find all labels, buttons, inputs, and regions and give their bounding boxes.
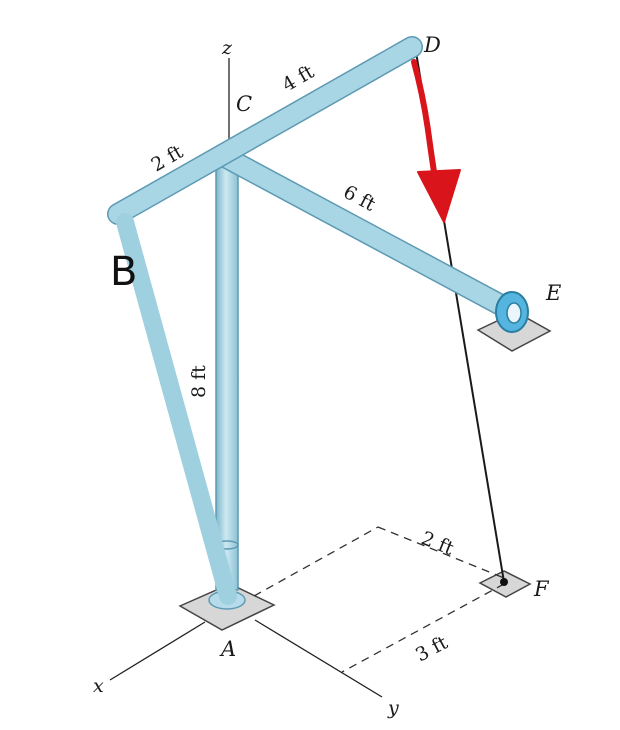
axis-label-y: y [387,697,399,719]
dim-cd: 4 ft [279,61,319,97]
label-f: F [533,577,550,601]
axis-label-z: z [221,37,233,59]
force-arrow-shaft [411,59,437,175]
axis-label-x: x [93,675,104,697]
dim-ac: 8 ft [188,365,210,398]
pipe-bd [108,37,422,224]
dashed-line-corner-to-f [377,526,505,579]
x-axis [109,621,206,681]
pipe-ac [215,159,239,591]
label-a: A [219,637,236,661]
bearing-e-inner [506,302,522,324]
y-axis [254,619,383,698]
label-e: E [545,281,561,305]
label-d: D [423,33,441,57]
dim-f-offset-x: 2 ft [418,527,457,560]
dashed-line-f-to-yaxis [341,583,505,673]
cable-ab [116,213,237,605]
label-b: B [110,249,137,295]
pipe-ce [222,149,517,320]
label-c: C [236,92,252,116]
force-arrow-head [417,169,461,223]
dashed-line-a-to-corner [253,526,379,597]
anchor-f [500,578,508,586]
dim-f-offset-y: 3 ft [412,631,452,666]
